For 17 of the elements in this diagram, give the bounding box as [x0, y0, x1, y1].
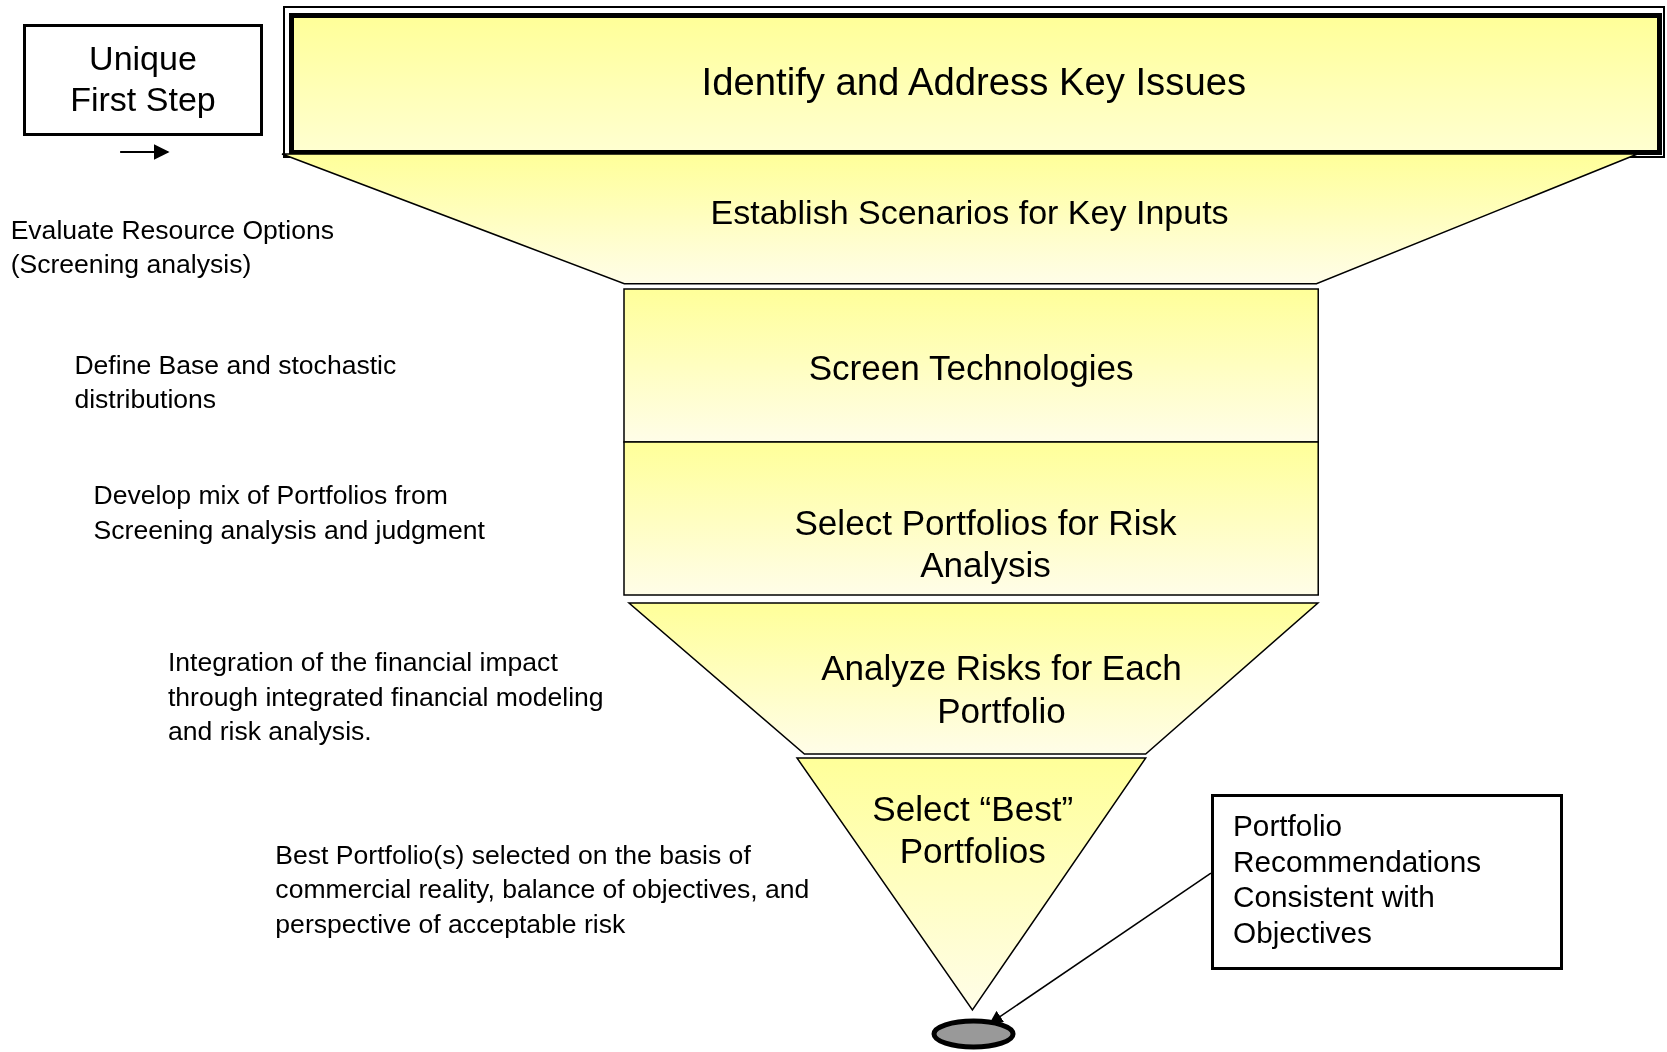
side-note: Best Portfolio(s) selected on the basis of commercial reality, balance of objectives, and perspective of acceptable risk — [275, 838, 811, 941]
stage-box — [282, 6, 1665, 159]
side-note: Evaluate Resource Options (Screening analysis) — [10, 213, 335, 282]
stage-label: Analyze Risks for Each Portfolio — [820, 647, 1183, 732]
note-text: Portfolio Recommendations Consistent with Objectives — [1233, 807, 1483, 951]
stage-label: Establish Scenarios for Key Inputs — [709, 192, 1230, 234]
step-box — [23, 24, 263, 137]
side-note: Develop mix of Portfolios from Screening analysis and judgment — [93, 479, 486, 547]
stage-label: Select “Best” Portfolios — [871, 787, 1075, 872]
side-note: Integration of the financial impact through integrated financial modeling and risk analysis. — [167, 646, 605, 749]
stage-label: Select Portfolios for Risk Analysis — [793, 501, 1178, 586]
arrow — [989, 872, 1212, 1025]
stage-label: Identify and Address Key Issues — [700, 59, 1248, 106]
stage-label: Screen Technologies — [807, 346, 1135, 389]
side-note: Define Base and stochastic distributions — [74, 348, 398, 417]
stage-label: Unique First Step — [69, 38, 217, 120]
note-box — [1210, 794, 1563, 970]
